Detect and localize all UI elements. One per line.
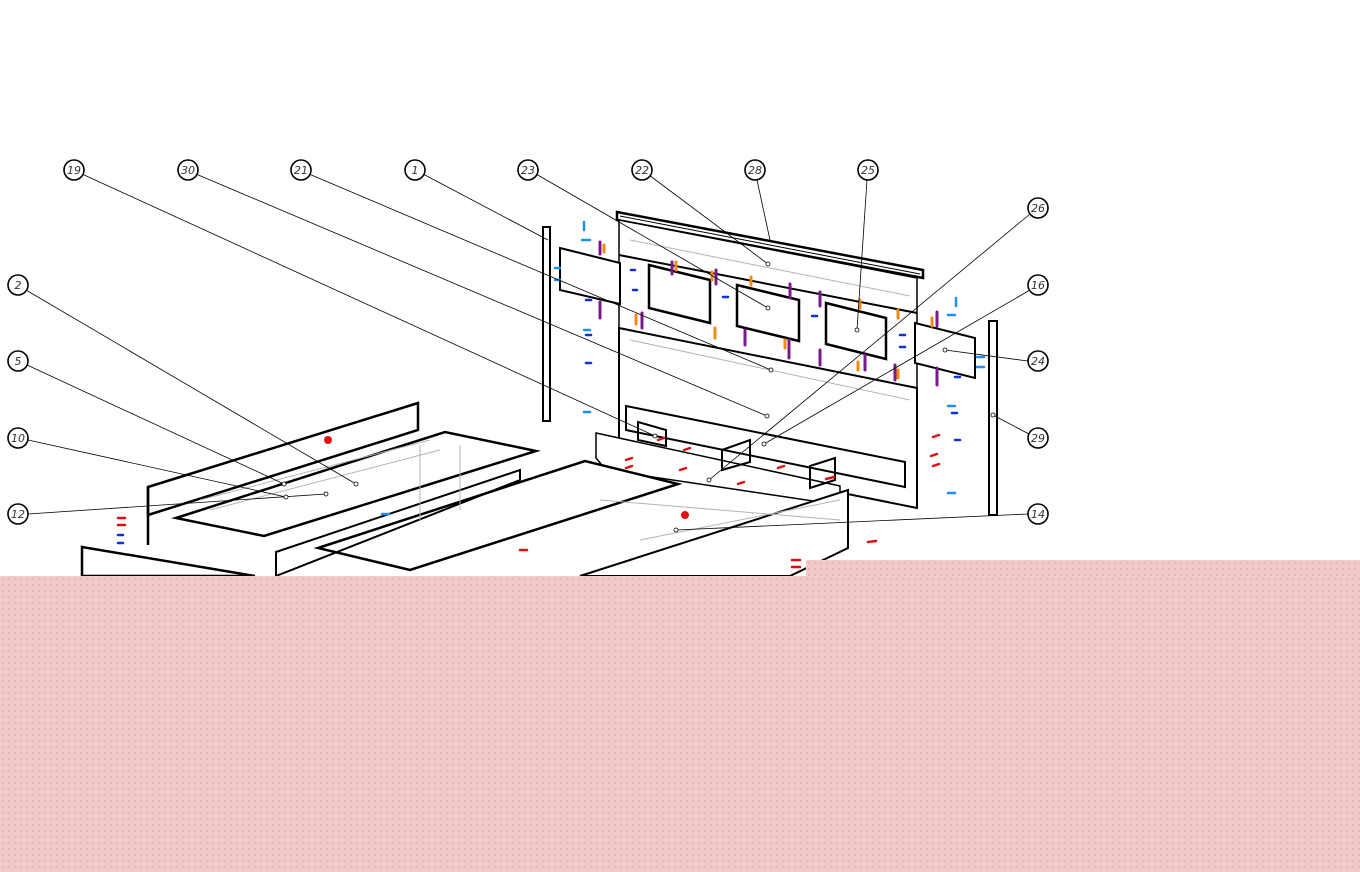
base-block-middle [721,438,751,472]
balloon-label: 1 [412,164,419,177]
leader-lines [25,173,1031,533]
balloon-label: 21 [294,164,308,177]
balloon-label: 24 [1031,355,1045,368]
furniture-parts [80,210,998,578]
masked-region [806,560,1360,576]
red-knob [681,511,689,519]
balloon-26: 26 [1027,197,1049,219]
balloon-label: 23 [521,164,535,177]
balloon-23: 23 [517,159,539,181]
balloon-label: 5 [15,355,22,368]
balloon-12: 12 [7,503,29,525]
item-balloons: 19 30 21 1 23 22 28 25 26 16 24 29 14 2 … [7,159,1049,525]
balloon-label: 25 [861,164,875,177]
balloon-22: 22 [631,159,653,181]
headboard-panel-1 [647,263,712,325]
base-front-rail [595,432,841,506]
balloon-label: 12 [11,508,25,521]
red-knob [324,436,332,444]
balloon-25: 25 [857,159,879,181]
balloon-19: 19 [63,159,85,181]
masked-region [0,576,1360,872]
balloon-1: 1 [404,159,426,181]
fasteners [116,220,986,569]
balloon-label: 29 [1031,432,1045,445]
balloon-21: 21 [290,159,312,181]
left-drawer-front [80,545,256,578]
headboard-crossbar [625,404,906,489]
balloon-30: 30 [177,159,199,181]
balloon-24: 24 [1027,350,1049,372]
side-panel-left [559,246,621,306]
base-block-left [637,420,667,448]
base-block-right [809,456,836,490]
balloon-14: 14 [1027,503,1049,525]
balloon-label: 10 [11,432,25,445]
balloon-label: 2 [15,279,22,292]
balloon-label: 16 [1031,279,1045,292]
balloon-2: 2 [7,274,29,296]
balloon-5: 5 [7,350,29,372]
balloon-label: 22 [635,164,649,177]
balloon-label: 28 [748,164,762,177]
balloon-28: 28 [744,159,766,181]
balloon-label: 19 [67,164,81,177]
right-side-rail [988,320,998,516]
middle-drawer-side [275,468,521,578]
balloon-29: 29 [1027,427,1049,449]
balloon-label: 14 [1031,508,1045,521]
balloon-label: 30 [181,164,195,177]
balloon-label: 26 [1031,202,1045,215]
balloon-10: 10 [7,427,29,449]
balloon-16: 16 [1027,274,1049,296]
